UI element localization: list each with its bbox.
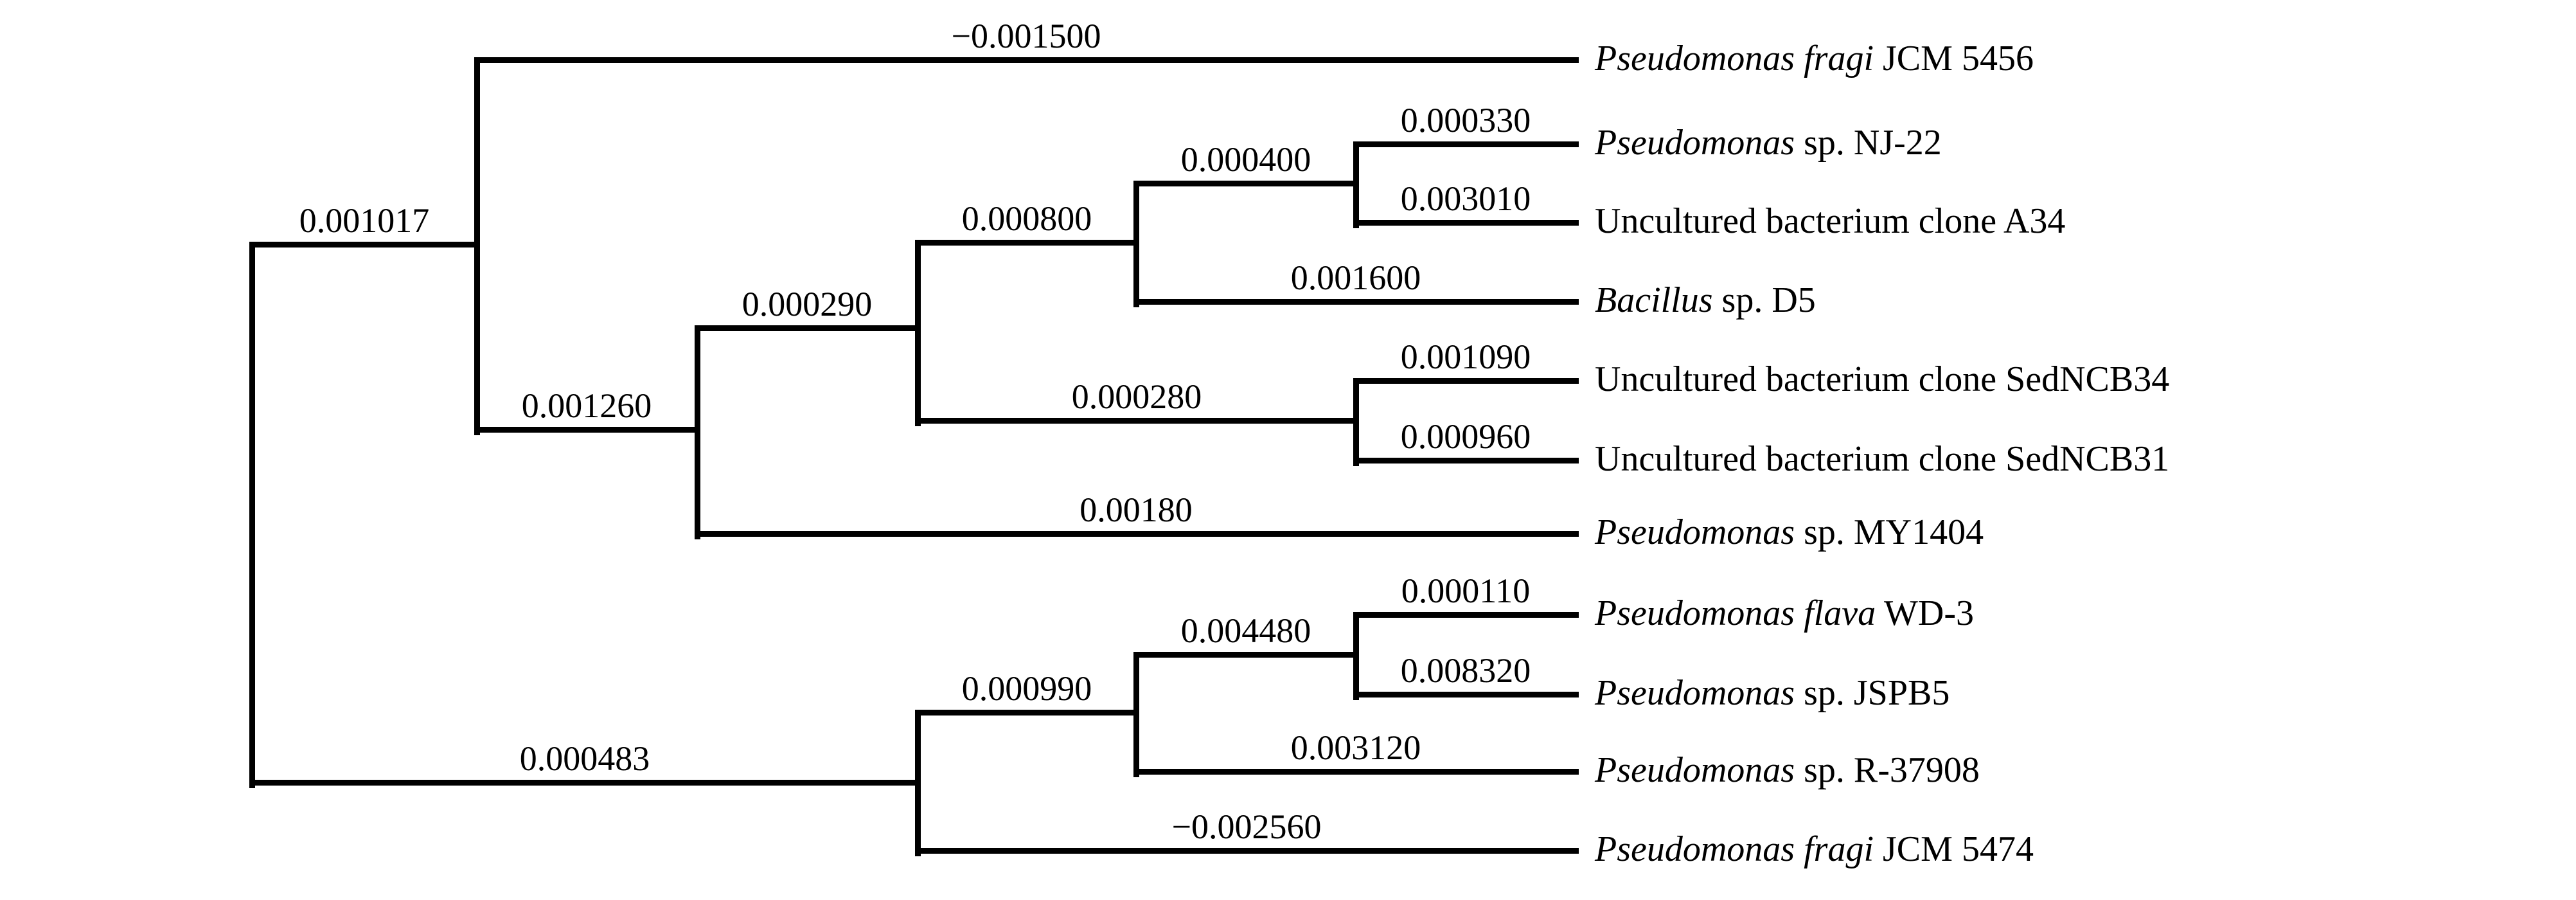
leaf-branch-clone-a34 — [1353, 220, 1579, 226]
branch-length-label-r37908: 0.003120 — [1290, 728, 1421, 767]
clade-0290-vertical-line — [915, 240, 921, 426]
leaf-label-bacillus-d5: Bacillus sp. D5 — [1595, 280, 1816, 321]
branch-length-label-clade-0290: 0.000290 — [742, 285, 873, 323]
branch-length-label-clone-a34: 0.003010 — [1400, 179, 1531, 218]
leaf-label-sedncb31: Uncultured bacterium clone SedNCB31 — [1595, 438, 2169, 480]
leaf-name-roman: Uncultured bacterium clone SedNCB31 — [1595, 439, 2170, 479]
branch-length-label-clade-1260: 0.001260 — [521, 386, 652, 425]
branch-length-label-nj22: 0.000330 — [1400, 101, 1531, 140]
clade-4480-branch-line — [1133, 652, 1359, 658]
leaf-branch-sedncb34 — [1353, 378, 1579, 384]
branch-length-label-clade-0990: 0.000990 — [961, 669, 1092, 708]
leaf-branch-fragi-jcm5456 — [474, 57, 1579, 63]
leaf-branch-flava-wd3 — [1353, 612, 1579, 618]
upper-clade-branch-line — [249, 242, 480, 248]
leaf-label-fragi-jcm5456: Pseudomonas fragi JCM 5456 — [1595, 38, 2034, 79]
leaf-name-roman: sp. NJ-22 — [1795, 123, 1942, 163]
leaf-label-flava-wd3: Pseudomonas flava WD-3 — [1595, 593, 1974, 634]
leaf-name-roman: Uncultured bacterium clone SedNCB34 — [1595, 359, 2170, 399]
leaf-branch-r37908 — [1133, 769, 1579, 775]
branch-length-label-upper-clade: 0.001017 — [299, 201, 430, 240]
leaf-name-roman: Uncultured bacterium clone A34 — [1595, 201, 2066, 241]
clade-0990-branch-line — [915, 710, 1139, 716]
root-vertical-line — [249, 242, 255, 788]
leaf-branch-my1404 — [695, 531, 1579, 537]
leaf-branch-jspb5 — [1353, 692, 1579, 698]
branch-length-label-sedncb31: 0.000960 — [1400, 417, 1531, 456]
leaf-name-roman: JCM 5456 — [1874, 39, 2034, 78]
branch-length-label-my1404: 0.00180 — [1079, 491, 1193, 529]
leaf-name-italic: Pseudomonas fragi — [1595, 829, 1874, 869]
leaf-label-jspb5: Pseudomonas sp. JSPB5 — [1595, 672, 1950, 714]
branch-length-label-fragi-jcm5474: −0.002560 — [1171, 807, 1322, 846]
leaf-name-italic: Pseudomonas — [1595, 123, 1795, 163]
leaf-name-italic: Pseudomonas — [1595, 512, 1795, 552]
branch-length-label-jspb5: 0.008320 — [1400, 651, 1531, 690]
leaf-branch-sedncb31 — [1353, 458, 1579, 464]
leaf-name-roman: sp. D5 — [1712, 280, 1816, 320]
leaf-name-italic: Pseudomonas flava — [1595, 593, 1876, 633]
clade-1260-branch-line — [474, 427, 700, 433]
leaf-branch-fragi-jcm5474 — [915, 848, 1579, 854]
branch-length-label-clade-0400: 0.000400 — [1180, 140, 1311, 179]
branch-length-label-bacillus-d5: 0.001600 — [1290, 258, 1421, 297]
leaf-name-italic: Pseudomonas fragi — [1595, 39, 1874, 78]
leaf-label-clone-a34: Uncultured bacterium clone A34 — [1595, 201, 2065, 242]
leaf-name-roman: sp. R-37908 — [1795, 750, 1980, 790]
leaf-name-roman: sp. MY1404 — [1795, 512, 1984, 552]
branch-length-label-clade-0280: 0.000280 — [1071, 377, 1202, 416]
branch-length-label-sedncb34: 0.001090 — [1400, 338, 1531, 376]
lower-clade-branch-line — [249, 780, 921, 786]
branch-length-label-clade-0800: 0.000800 — [961, 199, 1092, 238]
leaf-label-r37908: Pseudomonas sp. R-37908 — [1595, 750, 1980, 791]
leaf-name-roman: WD-3 — [1876, 593, 1974, 633]
leaf-name-italic: Pseudomonas — [1595, 750, 1795, 790]
clade-0800-branch-line — [915, 240, 1139, 246]
leaf-branch-bacillus-d5 — [1133, 299, 1579, 305]
clade-0280-branch-line — [915, 418, 1359, 424]
clade-0290-branch-line — [695, 325, 921, 331]
leaf-label-fragi-jcm5474: Pseudomonas fragi JCM 5474 — [1595, 829, 2034, 870]
leaf-label-sedncb34: Uncultured bacterium clone SedNCB34 — [1595, 359, 2169, 400]
leaf-label-nj22: Pseudomonas sp. NJ-22 — [1595, 122, 1942, 163]
leaf-name-roman: sp. JSPB5 — [1795, 673, 1950, 713]
leaf-name-roman: JCM 5474 — [1874, 829, 2034, 869]
branch-length-label-lower-clade: 0.000483 — [519, 739, 650, 778]
leaf-label-my1404: Pseudomonas sp. MY1404 — [1595, 512, 1984, 553]
clade-0400-branch-line — [1133, 181, 1359, 186]
leaf-name-italic: Pseudomonas — [1595, 673, 1795, 713]
branch-length-label-flava-wd3: 0.000110 — [1401, 572, 1531, 610]
branch-length-label-clade-4480: 0.004480 — [1180, 611, 1311, 650]
leaf-name-italic: Bacillus — [1595, 280, 1713, 320]
leaf-branch-nj22 — [1353, 141, 1579, 147]
branch-length-label-fragi-jcm5456: −0.001500 — [951, 17, 1101, 55]
